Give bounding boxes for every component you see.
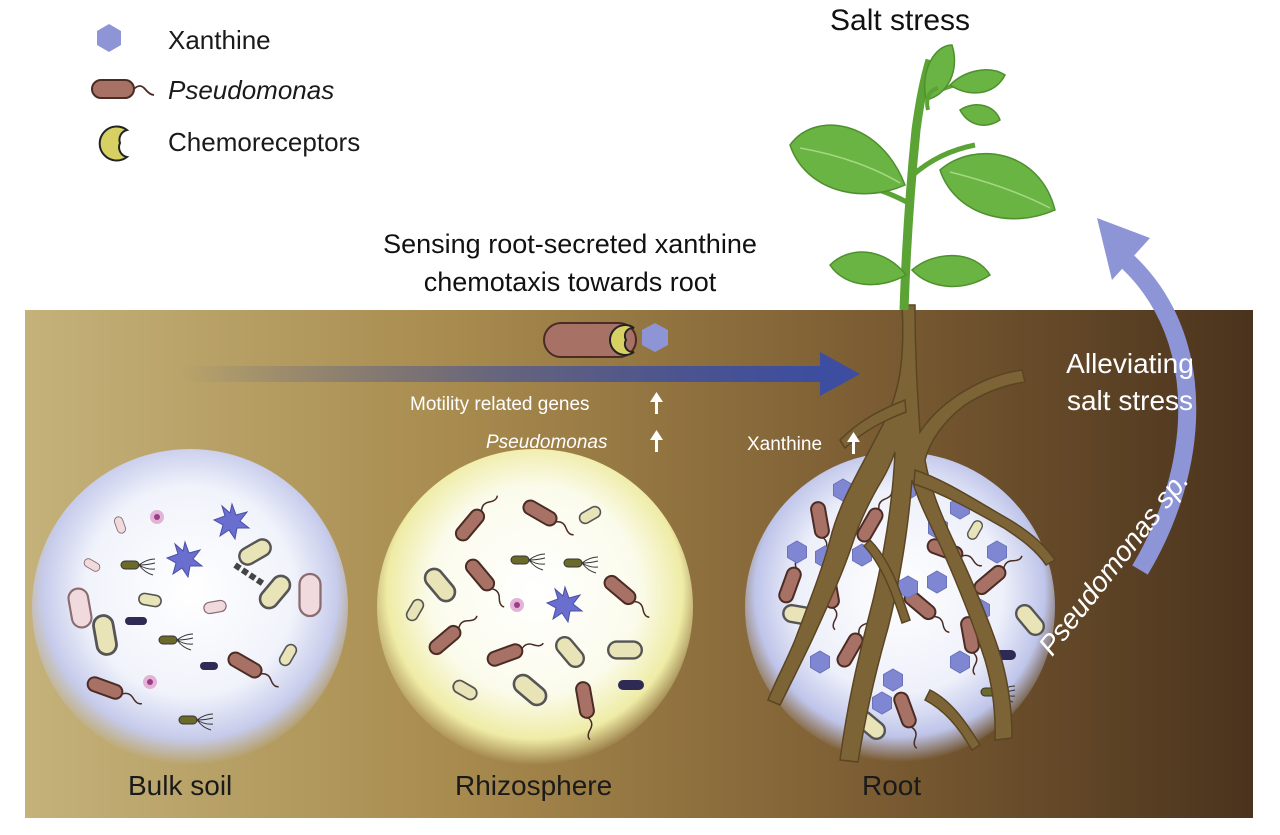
legend-crescent-icon [98,125,130,162]
alleviating-label-line1: Alleviating [1066,348,1194,379]
leaf-lower-right [910,254,992,288]
zone-label-root: Root [862,770,922,801]
plant-root [767,304,1057,763]
zone-label-rhizosphere: Rhizosphere [455,770,613,801]
pseudomonas-up-arrow-icon [650,430,663,452]
sensing-caption-line1: Sensing root-secreted xanthine [383,229,757,259]
legend-hexagon-icon [97,24,121,52]
sensing-caption-line2: chemotaxis towards root [423,267,717,297]
salt-stress-title: Salt stress [830,4,971,37]
pseudomonas-increase-label: Pseudomonas [486,432,608,453]
chemotaxis-arrow [180,352,860,396]
sensing-bacterium-icon [543,322,668,358]
leaf-top-right [948,69,1006,94]
plant-shoot [789,44,1056,311]
xanthine-increase-label: Xanthine [747,434,823,455]
leaf-lower-left [829,251,908,286]
leaf-top-left [924,44,956,101]
motility-up-arrow-icon [650,392,663,414]
legend-label-xanthine: Xanthine [168,25,271,55]
alleviating-arrow [1097,218,1197,575]
alleviating-label-line2: salt stress [1066,385,1194,416]
rhizosphere-circle [377,449,693,765]
legend-label-pseudomonas: Pseudomonas [168,75,335,105]
zone-label-bulk-soil: Bulk soil [128,770,233,801]
xanthine-up-arrow-icon [847,432,860,454]
legend-bacterium-icon [91,79,155,99]
leaf-mid-right [959,104,1001,126]
legend-label-chemoreceptors: Chemoreceptors [168,127,361,157]
bulk-soil-circle [32,449,348,765]
motility-genes-label: Motility related genes [410,394,590,415]
